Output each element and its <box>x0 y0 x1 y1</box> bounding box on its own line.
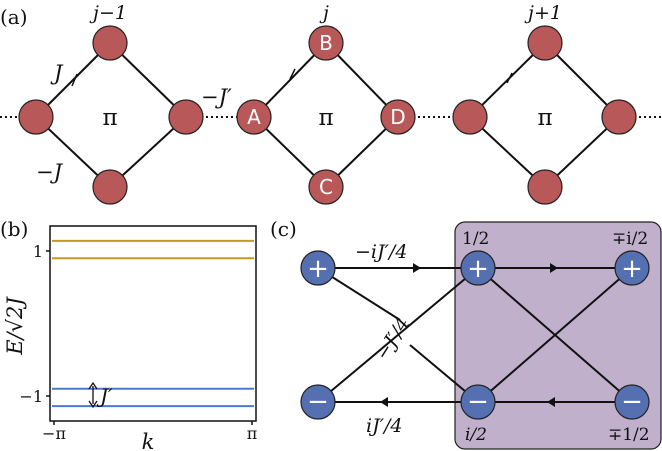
band-lines <box>52 239 254 408</box>
hopping-label-inter: −J′ <box>201 85 232 109</box>
flux-label-left: π <box>102 105 117 131</box>
site-right <box>168 99 204 135</box>
panel-a-label: (a) <box>0 5 28 29</box>
tick-mark <box>71 73 78 87</box>
sign-minus-bottom-left: − <box>307 387 329 417</box>
panel-b: (b) 1 −1 −π π E/√2J k J′ <box>0 217 257 451</box>
site-label-A: A <box>247 105 261 129</box>
node-top-left <box>300 250 336 286</box>
site-left <box>452 99 488 135</box>
node-top-right <box>614 250 650 286</box>
tick-mark <box>289 68 296 80</box>
gap-arrow-head-down <box>88 400 98 409</box>
y-tick-top: 1 <box>33 242 43 261</box>
site-label-D: D <box>390 105 405 129</box>
y-axis-label: E/√2J <box>3 296 27 356</box>
cell-index-middle: j <box>319 2 329 24</box>
panel-b-label: (b) <box>0 217 28 241</box>
site-left <box>18 99 54 135</box>
gap-arrow <box>88 381 98 409</box>
sign-plus-top-middle: + <box>467 254 489 284</box>
gap-label: J′ <box>96 384 113 408</box>
amplitude-top-right: ∓i/2 <box>612 229 648 249</box>
site-B <box>308 25 344 61</box>
edge-label-cross: −J′/4 <box>371 313 414 364</box>
plaquette-cell-left: j−1 π J −J <box>18 2 204 205</box>
flux-label-middle: π <box>318 105 333 131</box>
arrow-head-bottom-left <box>380 397 388 407</box>
node-signs: + + + − − − <box>307 254 643 417</box>
sign-plus-top-left: + <box>307 254 329 284</box>
cell-index-left: j−1 <box>89 2 127 24</box>
plaquette-cell-right: j+1 π <box>452 2 637 205</box>
site-A <box>236 99 272 135</box>
site-label-C: C <box>319 175 333 199</box>
tick-mark <box>506 72 513 84</box>
bond-top-right <box>109 42 187 118</box>
site-top <box>92 25 128 61</box>
cell-index-right: j+1 <box>524 2 562 24</box>
arrow-head-bottom <box>547 397 555 407</box>
x-tick-right: π <box>247 424 258 443</box>
site-label-B: B <box>319 31 333 55</box>
sign-plus-top-right: + <box>621 254 643 284</box>
edge-label-top: −iJ′/4 <box>355 241 407 263</box>
y-tick-bottom: −1 <box>19 387 43 406</box>
node-bottom-middle <box>460 384 496 420</box>
edge-bottom-middle-to-top-right <box>477 267 633 403</box>
amplitude-bottom-left: i/2 <box>465 425 487 445</box>
arrow-head-top <box>550 263 558 273</box>
network-nodes <box>300 250 650 420</box>
site-bottom <box>527 169 563 205</box>
site-top <box>527 25 563 61</box>
site-right <box>601 99 637 135</box>
node-bottom-left <box>300 384 336 420</box>
panel-c: (c) + + <box>270 217 662 450</box>
node-bottom-right <box>614 384 650 420</box>
site-D <box>380 99 416 135</box>
amplitude-top-left: 1/2 <box>462 229 489 249</box>
direction-arrows <box>380 263 558 407</box>
x-tick-left: −π <box>42 424 66 443</box>
site-bottom <box>92 169 128 205</box>
site-C <box>308 169 344 205</box>
hopping-label-lower: −J <box>36 160 64 184</box>
flux-label-right: π <box>537 105 552 131</box>
edge-bottom-left-to-top-middle <box>317 267 479 403</box>
x-axis-label: k <box>142 430 155 451</box>
panel-a: (a) j−1 π J −J <box>0 2 662 205</box>
arrow-head-top-left <box>413 263 421 273</box>
plot-frame <box>49 225 257 422</box>
panel-c-label: (c) <box>270 217 297 241</box>
edge-label-bottom: iJ′/4 <box>366 415 403 437</box>
node-top-middle <box>460 250 496 286</box>
plaquette-cell-middle: A B D C j π −J′ <box>201 2 416 205</box>
highlight-box <box>454 221 662 450</box>
gap-arrow-head-up <box>88 381 98 390</box>
sign-minus-bottom-right: − <box>621 387 643 417</box>
hopping-label-upper: J <box>50 61 64 85</box>
sign-minus-bottom-middle: − <box>467 387 489 417</box>
amplitude-bottom-right: ∓1/2 <box>608 425 650 445</box>
